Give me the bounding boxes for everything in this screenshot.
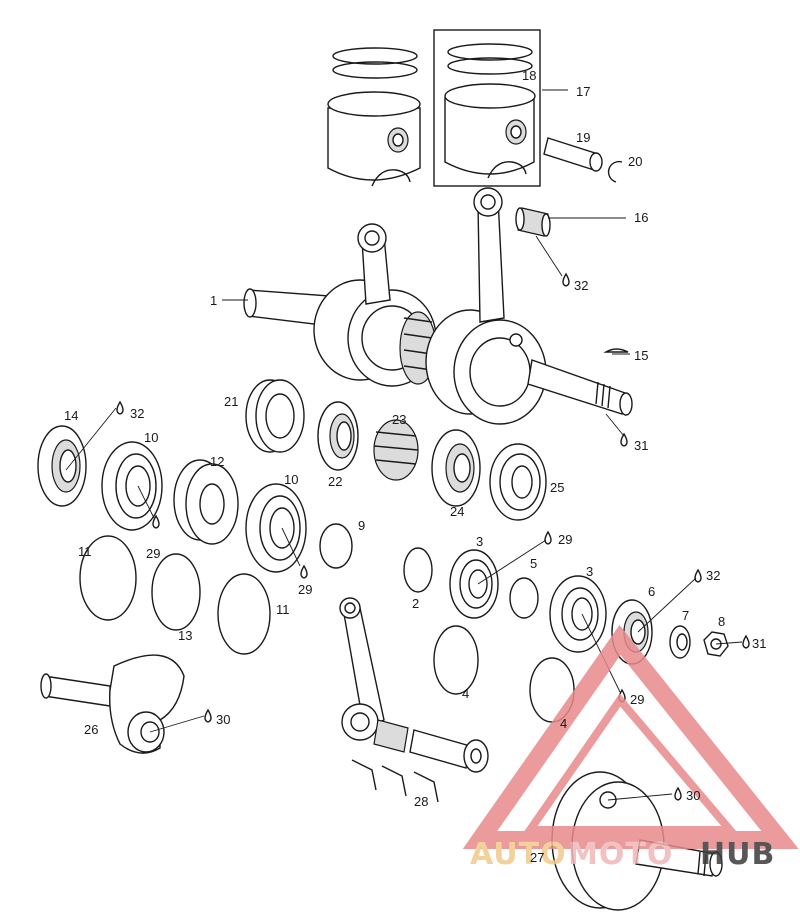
- oil-drop-icon: [694, 568, 702, 583]
- needle-bearing: [515, 207, 551, 237]
- oil-drop-icons: [116, 272, 750, 801]
- piston-rings-left: [332, 47, 418, 79]
- label-3-right: 3: [586, 564, 593, 579]
- shim-5: [509, 577, 539, 619]
- piston-left: [327, 91, 421, 187]
- label-11-left: 11: [78, 544, 92, 559]
- o-ring-11-left: [79, 535, 137, 621]
- label-29-b: 29: [298, 582, 312, 597]
- label-32-a: 32: [130, 406, 144, 421]
- label-12: 12: [210, 454, 224, 469]
- o-ring-13: [151, 553, 201, 631]
- piston-box-17: [433, 29, 541, 187]
- label-17: 17: [576, 84, 590, 99]
- label-23: 23: [392, 412, 406, 427]
- piston-pin: [543, 137, 603, 172]
- label-20: 20: [628, 154, 642, 169]
- oil-drop-icon: [544, 530, 552, 545]
- label-30-a: 30: [216, 712, 230, 727]
- label-19: 19: [576, 130, 590, 145]
- watermark-moto: MOTO: [568, 837, 673, 872]
- shim-9: [319, 523, 353, 569]
- woodruff-key: [603, 348, 629, 353]
- label-4-left: 4: [462, 686, 469, 701]
- oil-seal-14: [37, 425, 87, 507]
- label-21: 21: [224, 394, 238, 409]
- label-9: 9: [358, 518, 365, 533]
- label-14: 14: [64, 408, 78, 423]
- label-4-right: 4: [560, 716, 567, 731]
- oil-drop-icon: [204, 708, 212, 723]
- leader-lines: [65, 89, 743, 801]
- label-5: 5: [530, 556, 537, 571]
- watermark-hub: HUB: [700, 837, 775, 872]
- shim-2: [403, 547, 433, 593]
- label-8: 8: [718, 614, 725, 629]
- oil-drop-icon: [300, 564, 308, 579]
- label-29-c: 29: [558, 532, 572, 547]
- label-10-right: 10: [284, 472, 298, 487]
- label-1: 1: [210, 293, 217, 308]
- bearing-25: [489, 443, 547, 521]
- watermark: AUTO MOTO HUB: [462, 624, 799, 872]
- oil-seal-24: [431, 429, 481, 507]
- label-30-b: 30: [686, 788, 700, 803]
- o-ring-4-left: [433, 625, 479, 695]
- o-ring-11-right: [217, 573, 271, 655]
- label-32-c: 32: [706, 568, 720, 583]
- oil-drop-icon: [116, 400, 124, 415]
- piston-right: [444, 83, 536, 179]
- watermark-auto: AUTO: [470, 837, 567, 872]
- label-29-d: 29: [630, 692, 644, 707]
- label-24: 24: [450, 504, 464, 519]
- label-7: 7: [682, 608, 689, 623]
- bearing-12: [173, 459, 239, 545]
- oil-drop-icon: [742, 634, 750, 649]
- bearing-10-right: [245, 483, 307, 573]
- bearing-3-right: [549, 575, 607, 653]
- label-31-b: 31: [752, 636, 766, 651]
- label-2: 2: [412, 596, 419, 611]
- washer-7: [669, 625, 691, 659]
- label-29-a: 29: [146, 546, 160, 561]
- oil-drop-icon: [152, 514, 160, 529]
- label-18: 18: [522, 68, 536, 83]
- bearing-3-left: [449, 549, 499, 619]
- label-32-b: 32: [574, 278, 588, 293]
- label-10-left: 10: [144, 430, 158, 445]
- gear-23: [373, 419, 419, 481]
- label-16: 16: [634, 210, 648, 225]
- label-25: 25: [550, 480, 564, 495]
- label-28: 28: [414, 794, 428, 809]
- con-rod-kit-28: [339, 597, 489, 803]
- label-27: 27: [530, 850, 544, 865]
- label-22: 22: [328, 474, 342, 489]
- oil-drop-icon: [562, 272, 570, 287]
- label-3-left: 3: [476, 534, 483, 549]
- label-11-right: 11: [276, 602, 290, 617]
- label-13: 13: [178, 628, 192, 643]
- label-6: 6: [648, 584, 655, 599]
- callout-labels: 1 2 3 3 4 4 5 6 7 8 9 10 10 11 11 12 13 …: [64, 68, 766, 865]
- piston-rings-right: [447, 43, 533, 75]
- watermark-triangle-outer: [462, 624, 799, 849]
- label-15: 15: [634, 348, 648, 363]
- watermark-triangle-inner: [522, 693, 739, 834]
- oil-drop-icon: [674, 786, 682, 801]
- circlip: [607, 160, 623, 183]
- bearing-21: [245, 379, 305, 453]
- crankshaft-assembly: [243, 187, 633, 425]
- oil-seal-22: [317, 401, 359, 471]
- oil-drop-icon: [620, 432, 628, 447]
- label-26: 26: [84, 722, 98, 737]
- bearing-10-left: [101, 441, 163, 531]
- label-31-a: 31: [634, 438, 648, 453]
- half-crankshaft-26: [40, 654, 185, 754]
